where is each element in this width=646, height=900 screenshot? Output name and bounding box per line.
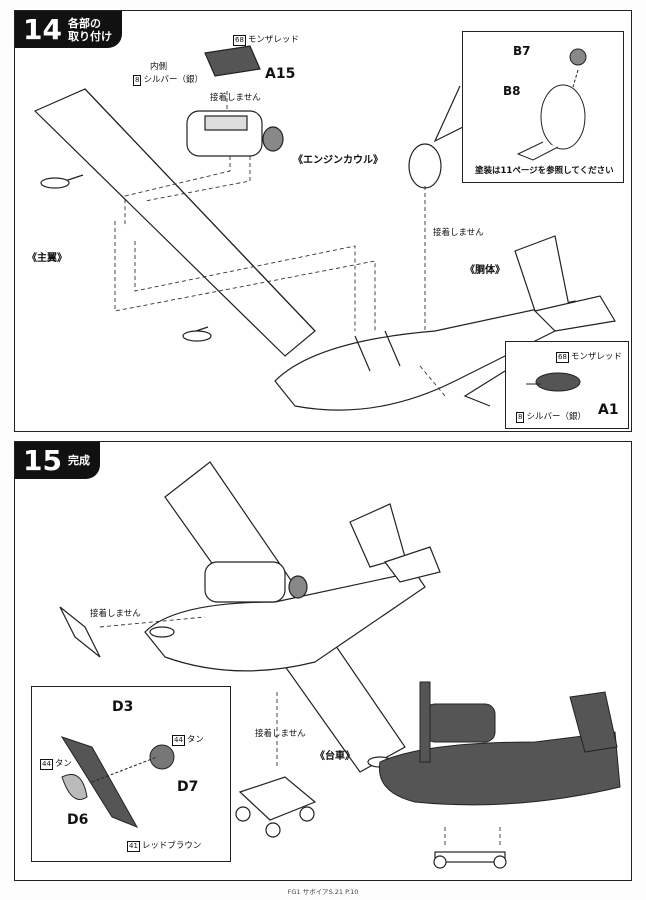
prop-hub-paint-code: 68	[556, 352, 569, 363]
engine-cover-part	[204, 45, 261, 77]
spinner-part: D6	[67, 812, 89, 828]
prop-shaft-paint-code: 8	[516, 412, 525, 423]
spinner-paint-code: 44	[40, 759, 53, 770]
no-glue-engine: 接着しません	[210, 93, 261, 103]
cart-label: 《台車》	[315, 751, 355, 762]
engine-paint-name: モンザレッド	[247, 35, 299, 45]
cap-part: D7	[177, 779, 199, 795]
no-glue-pilot: 接着しません	[433, 228, 484, 238]
step-14-panel: 14 各部の 取り付け	[14, 10, 632, 432]
photo-propeller	[419, 681, 431, 763]
tail-fin	[514, 235, 571, 312]
step-15-title: 完成	[67, 454, 90, 467]
cap-paint-code: 44	[172, 735, 185, 746]
pilot-small	[408, 143, 442, 189]
step-14-title-line1: 各部の	[67, 16, 101, 30]
prop-hub-part-code: A1	[598, 402, 619, 418]
engine-paint-code: 68	[233, 35, 246, 46]
loose-propeller	[59, 606, 101, 658]
step-15-drawing	[59, 461, 621, 869]
complete-engine	[204, 561, 286, 603]
pilot-head-part: B7	[513, 44, 531, 58]
engine-cowl-label: 《エンジンカウル》	[293, 155, 383, 166]
no-glue-propeller: 接着しません	[90, 609, 141, 619]
no-glue-cart: 接着しません	[255, 729, 306, 739]
pilot-paint-note: 塗装は11ページを参照してください	[475, 166, 614, 176]
step-14-number: 14	[23, 13, 62, 46]
step-15-number: 15	[23, 444, 62, 477]
main-wing-label: 《主翼》	[27, 253, 67, 264]
prop-blade-part: D3	[112, 699, 134, 715]
wing-float-right	[182, 330, 212, 342]
engine-intake	[262, 126, 284, 152]
pilot-inset: B7 B8 塗装は11ページを参照してください	[462, 31, 624, 183]
prop-hub-paint-name: モンザレッド	[570, 352, 622, 362]
step-14-badge: 14 各部の 取り付け	[15, 11, 122, 48]
blade-paint-name: レッドブラウン	[141, 841, 202, 851]
cart-small	[434, 851, 506, 863]
inside-label: 内側	[150, 62, 168, 72]
photo-tail	[569, 691, 618, 753]
wing-float-left	[40, 177, 70, 189]
blade-paint-code: 41	[127, 841, 140, 852]
fuselage-label: 《胴体》	[465, 265, 505, 276]
cart-frame	[238, 776, 317, 821]
pilot-body-part: B8	[503, 84, 521, 98]
inside-paint-code: 8	[133, 75, 142, 86]
step-14-title-line2: 取り付け	[67, 29, 112, 43]
step-14-title: 各部の 取り付け	[68, 17, 122, 43]
photo-engine	[424, 703, 496, 743]
step-15-panel: 15 完成	[14, 441, 632, 881]
step-15-badge: 15 完成	[15, 442, 100, 479]
photo-fuselage	[378, 731, 621, 806]
spinner-paint-name: タン	[54, 759, 72, 769]
engine-cover-part-code: A15	[265, 66, 296, 82]
step-14-drawing	[33, 45, 616, 411]
inside-paint-name: シルバー（銀）	[143, 75, 203, 85]
cap-paint-name: タン	[186, 735, 204, 745]
complete-fuselage	[144, 571, 426, 672]
prop-shaft-paint-name: シルバー（銀）	[526, 412, 586, 422]
page-footer: FG1 サボイアS.21 P.10	[287, 888, 359, 896]
